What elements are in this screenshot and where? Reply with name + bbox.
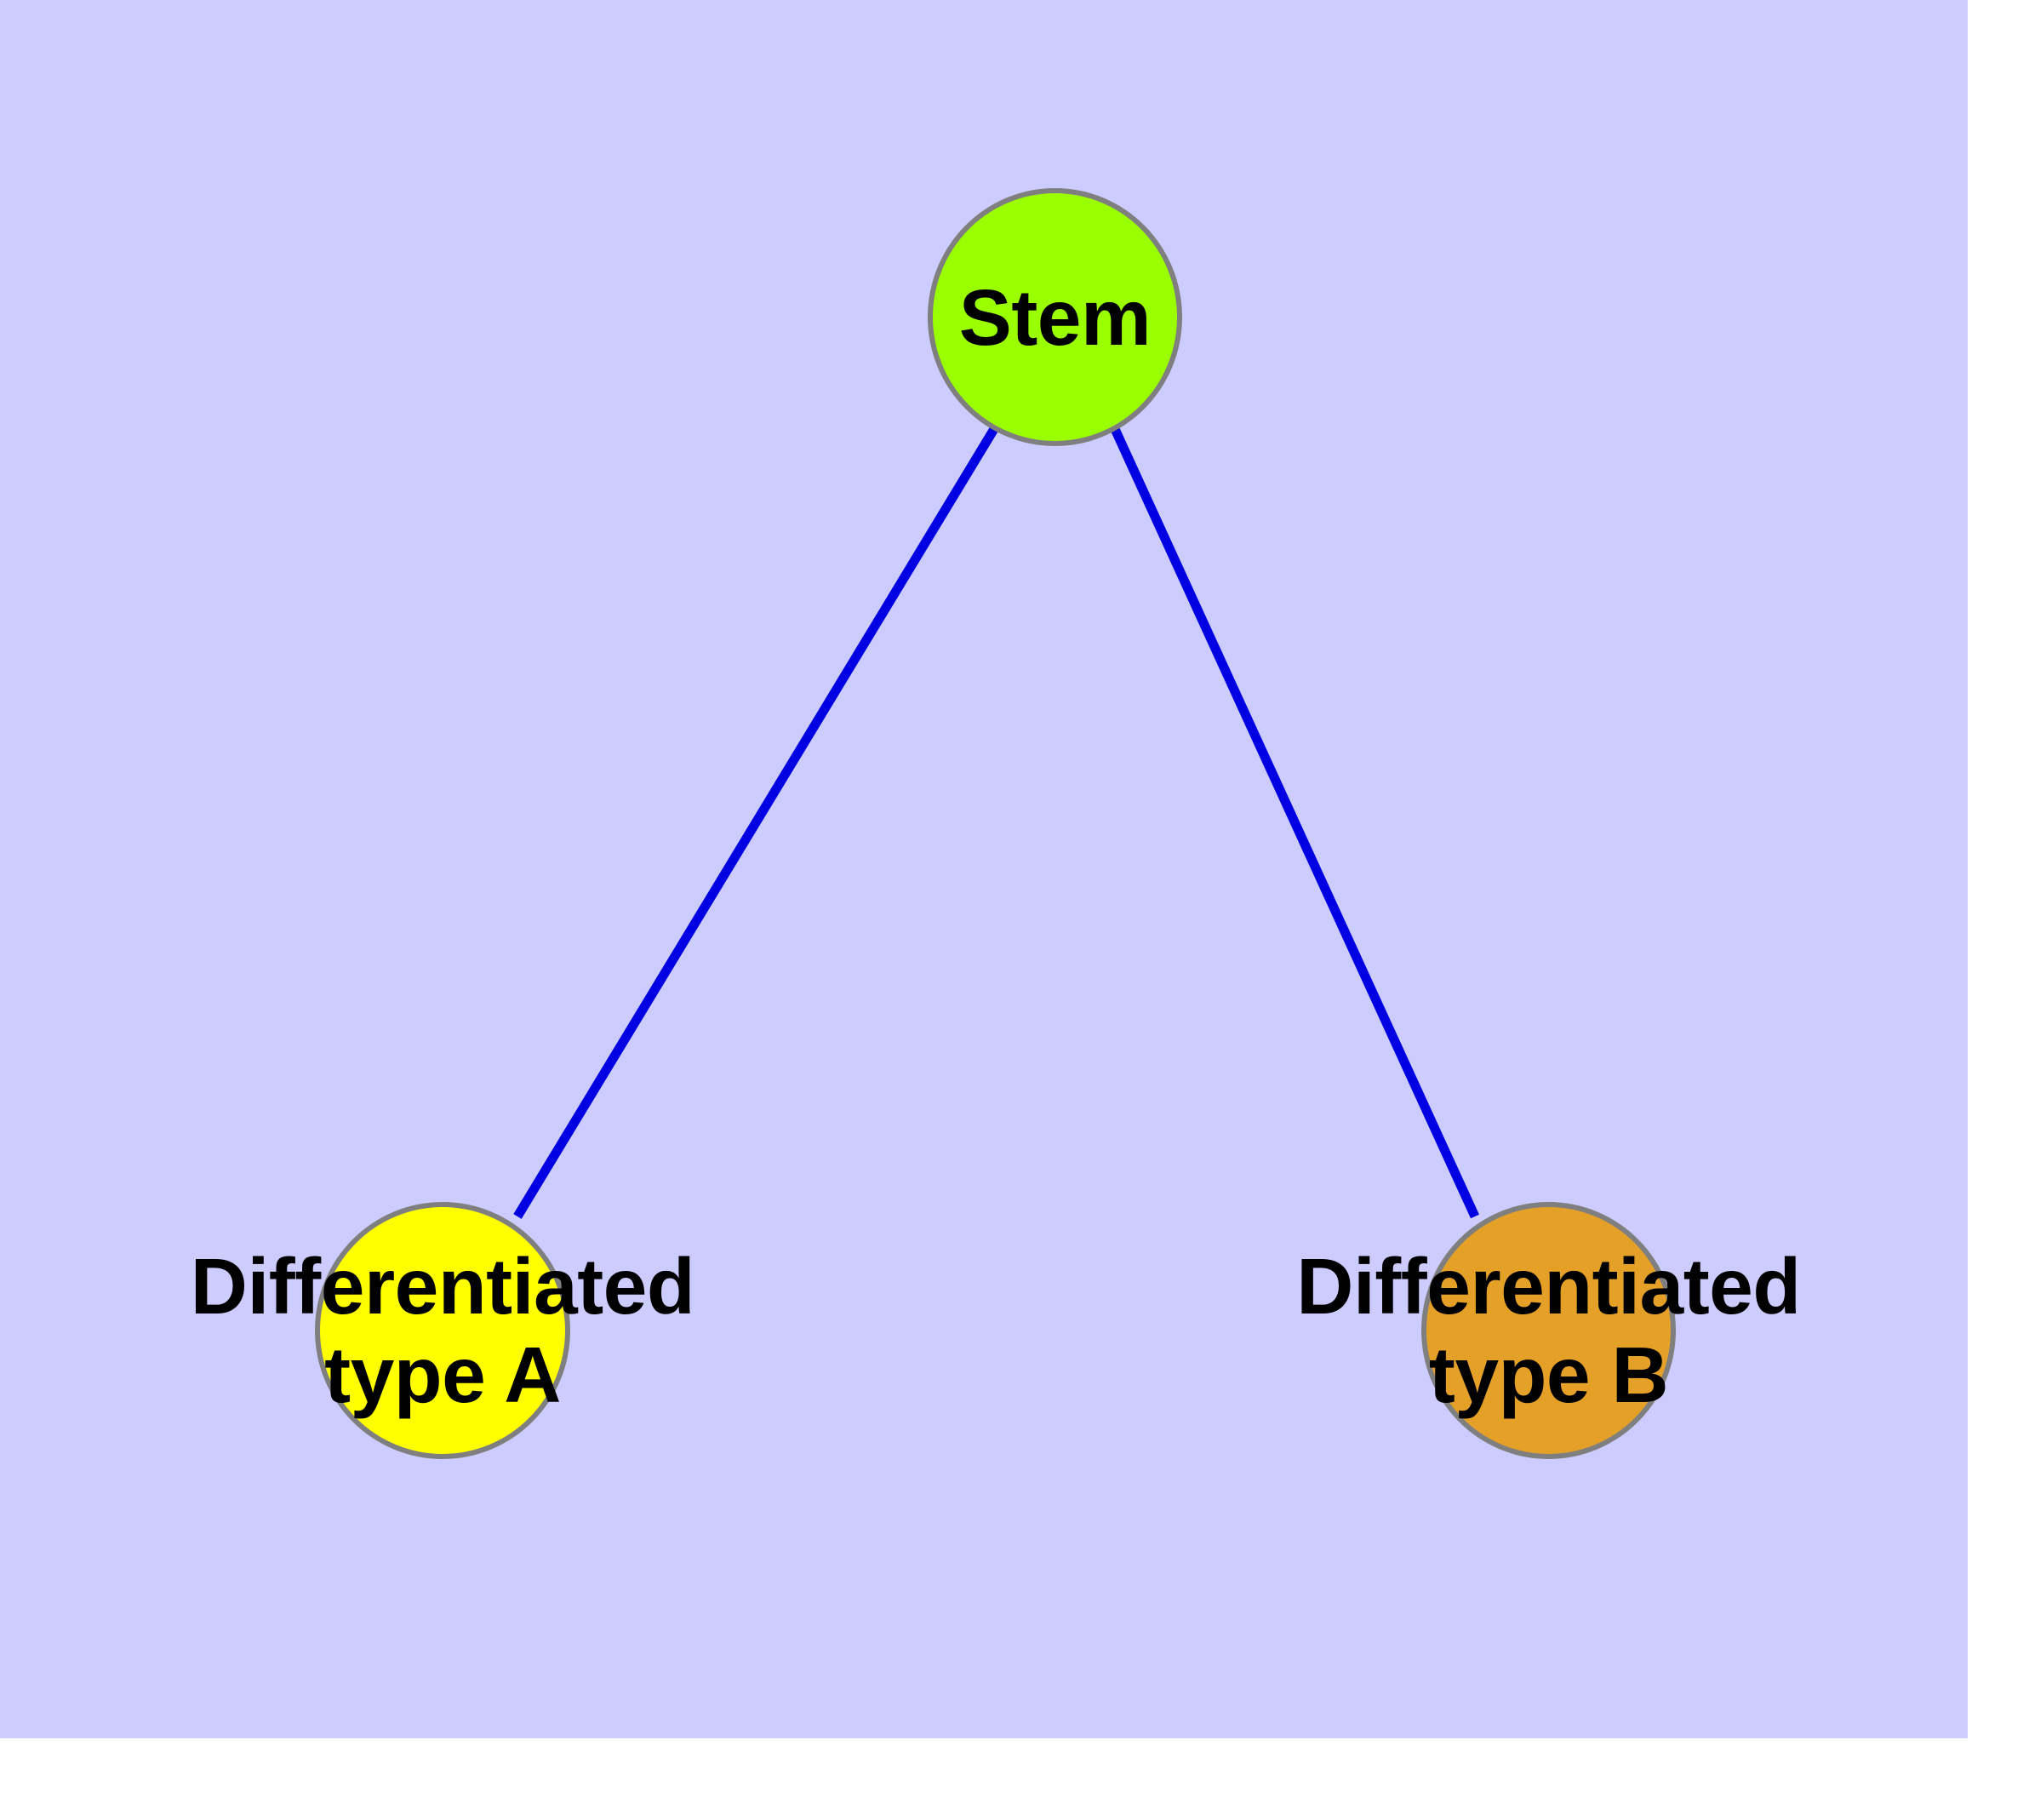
edge-stem-to-type-a xyxy=(513,426,998,1219)
node-differentiated-type-a[interactable]: Differentiated type A xyxy=(191,1202,695,1459)
node-stem-label: Stem xyxy=(958,272,1152,362)
graph-surface: Stem Differentiated type A Differentiate… xyxy=(0,0,1968,1738)
edge-stem-to-type-b xyxy=(1110,426,1480,1219)
node-stem-label-line-1: Stem xyxy=(958,272,1152,362)
node-differentiated-type-b[interactable]: Differentiated type B xyxy=(1296,1202,1801,1459)
edge-layer xyxy=(513,426,1480,1219)
node-stem[interactable]: Stem xyxy=(928,188,1182,446)
